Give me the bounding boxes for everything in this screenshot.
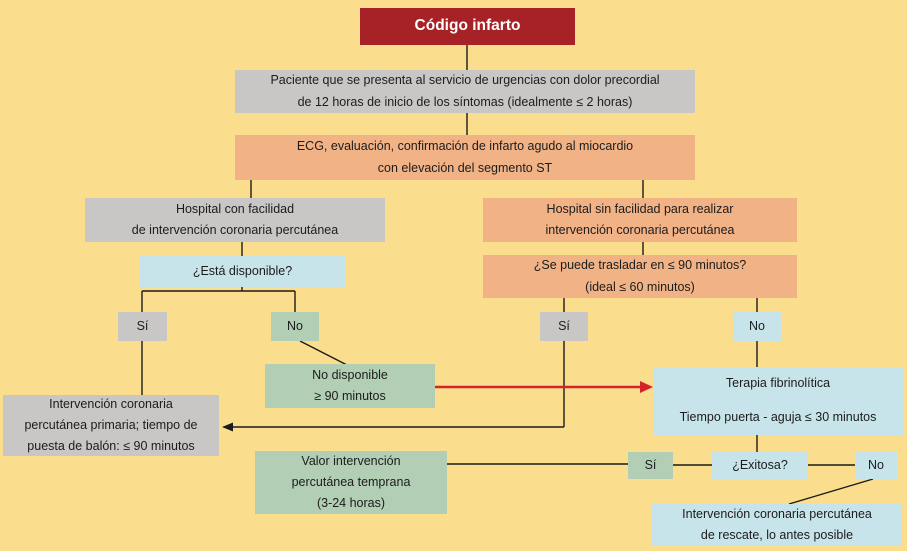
node-yes-bottom: Sí (628, 452, 673, 479)
node-hospital-with-pci: Hospital con facilidad de intervención c… (85, 198, 385, 242)
title-label: Código infarto (414, 17, 521, 35)
node-text: de intervención coronaria percutánea (131, 223, 339, 237)
node-text: Hospital sin facilidad para realizar (546, 201, 734, 216)
node-text: No (287, 318, 303, 333)
node-text: Sí (644, 457, 657, 472)
node-primary-pci: Intervención coronaria percutánea primar… (3, 395, 219, 456)
node-text: Intervención coronaria (49, 396, 173, 411)
node-question-successful: ¿Exitosa? (712, 452, 808, 479)
node-text: ¿Exitosa? (732, 457, 788, 472)
node-text: No (749, 318, 765, 333)
node-text: Tiempo puerta - aguja ≤ 30 minutos (679, 410, 877, 425)
node-yes-right: Sí (540, 312, 588, 341)
node-no-left: No (271, 312, 319, 341)
node-no-right: No (733, 312, 781, 341)
node-text: Sí (558, 318, 570, 333)
node-text: No disponible (312, 367, 388, 382)
node-text: ¿Se puede trasladar en ≤ 90 minutos? (533, 258, 747, 273)
node-text: Terapia fibrinolítica (725, 376, 831, 391)
node-text: Sí (136, 318, 149, 333)
title-codigo-infarto: Código infarto (360, 8, 575, 45)
node-text: (ideal ≤ 60 minutos) (585, 279, 695, 294)
node-text: percutánea temprana (291, 474, 411, 489)
node-text: Intervención coronaria percutánea (682, 506, 872, 521)
node-text: (3-24 horas) (316, 496, 386, 511)
node-text: de 12 horas de inicio de los síntomas (i… (297, 94, 633, 109)
node-text: ≥ 90 minutos (314, 389, 386, 403)
node-text: ¿Está disponible? (192, 263, 293, 278)
node-ecg-confirmation: ECG, evaluación, confirmación de infarto… (235, 135, 695, 180)
node-early-pci: Valor intervención percutánea temprana (… (255, 451, 447, 514)
node-text: ECG, evaluación, confirmación de infarto… (296, 139, 634, 154)
node-text: Hospital con facilidad (175, 201, 295, 216)
node-no-bottom: No (855, 452, 897, 479)
node-patient-presentation: Paciente que se presenta al servicio de … (235, 70, 695, 113)
node-text: con elevación del segmento ST (377, 160, 553, 175)
node-text: de rescate, lo antes posible (700, 528, 854, 542)
node-not-available: No disponible ≥ 90 minutos (265, 364, 435, 408)
node-hospital-without-pci: Hospital sin facilidad para realizar int… (483, 198, 797, 242)
node-fibrinolysis: Terapia fibrinolítica Tiempo puerta - ag… (653, 367, 903, 435)
node-text: No (868, 457, 884, 472)
node-question-transfer: ¿Se puede trasladar en ≤ 90 minutos? (id… (483, 255, 797, 298)
node-text: percutánea primaria; tiempo de (24, 417, 198, 432)
node-rescue-pci: Intervención coronaria percutánea de res… (652, 504, 902, 546)
node-text: puesta de balón: ≤ 90 minutos (27, 439, 195, 454)
node-yes-left: Sí (118, 312, 167, 341)
node-text: Valor intervención (301, 453, 401, 468)
node-question-available: ¿Está disponible? (140, 256, 345, 287)
node-text: intervención coronaria percutánea (545, 223, 735, 237)
red-transfer-arrow (435, 381, 653, 393)
node-text: Paciente que se presenta al servicio de … (270, 73, 660, 88)
